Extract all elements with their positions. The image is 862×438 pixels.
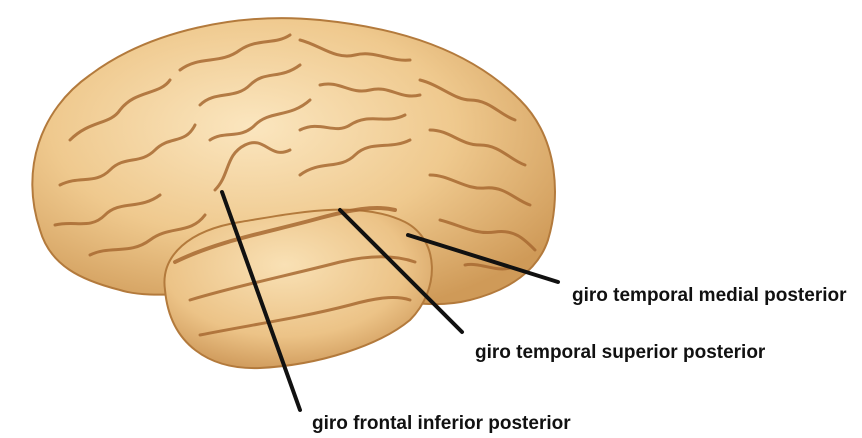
label-giro-temporal-medial-posterior: giro temporal medial posterior [572,286,847,305]
label-giro-temporal-superior-posterior: giro temporal superior posterior [475,343,765,362]
label-giro-frontal-inferior-posterior: giro frontal inferior posterior [312,414,571,433]
temporal-lobe [164,210,431,369]
